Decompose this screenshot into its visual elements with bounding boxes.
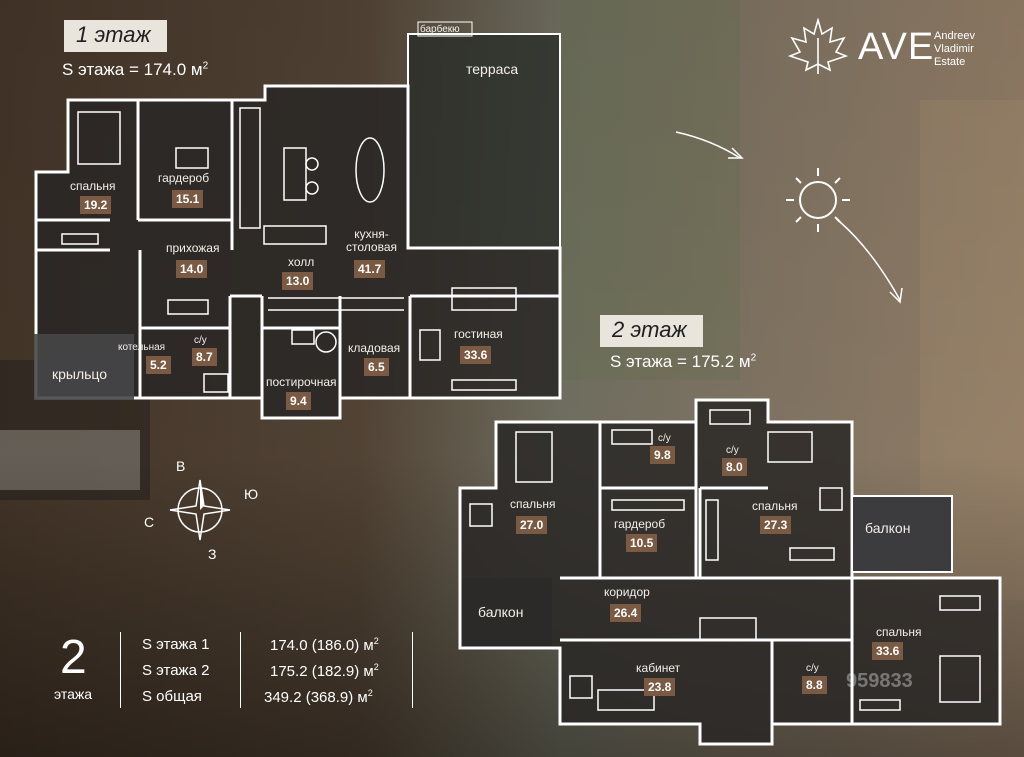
room-label: холл (288, 255, 315, 269)
room-area: 15.1 (172, 190, 204, 208)
room-area: 10.5 (626, 534, 658, 552)
room-label: с/у (658, 433, 671, 444)
room-label: спальня (70, 179, 116, 193)
room-area: 23.8 (644, 678, 676, 696)
summary-value: 175.2 (182.9) м2 (270, 662, 379, 680)
label-balkon-east: балкон (865, 520, 911, 536)
floor1-area: S этажа = 174.0 м2 (62, 60, 209, 79)
logo-line2: Vladimir (934, 43, 974, 55)
room-label: постирочная (266, 375, 337, 389)
room-label: кладовая (348, 341, 401, 355)
room-area: 27.3 (760, 516, 792, 534)
watermark: 959833 (846, 670, 913, 692)
floor2-tag: 2 этаж (600, 315, 703, 347)
floors-word: этажа (54, 686, 93, 702)
compass-west-label: С (144, 514, 155, 530)
room-label: коридор (604, 585, 650, 599)
room-area: 8.8 (802, 676, 827, 694)
room-label: прихожая (166, 241, 220, 255)
room-label: с/у (726, 445, 739, 456)
room-area: 8.7 (192, 348, 217, 366)
room-label: кабинет (636, 661, 681, 675)
room-label: спальня (510, 497, 556, 511)
compass-rose-icon (169, 479, 231, 541)
divider (240, 632, 241, 708)
room-label: гостиная (454, 327, 503, 341)
logo-mark: AVE (858, 26, 935, 68)
divider (412, 632, 413, 708)
room-label: с/у (806, 663, 819, 674)
room-area: 13.0 (282, 272, 314, 290)
room-area: 5.2 (146, 356, 171, 374)
maple-leaf-icon (788, 18, 848, 74)
room-area: 9.4 (286, 392, 311, 410)
divider (120, 632, 121, 708)
room-area: 41.7 (354, 260, 386, 278)
label-terrasa: терраса (466, 61, 519, 77)
logo-line1: Andreev (934, 30, 975, 42)
room-area: 8.0 (722, 458, 747, 476)
room-area: 14.0 (176, 260, 208, 278)
summary-value: 174.0 (186.0) м2 (270, 636, 379, 654)
floor1-tag: 1 этаж (64, 20, 167, 52)
compass-north-label: В (176, 458, 186, 474)
compass-east-label: Ю (244, 486, 259, 502)
room-label: спальня (752, 499, 798, 513)
room-label: гардероб (614, 517, 666, 531)
room-label: котельная (118, 342, 166, 353)
room-area: 26.4 (610, 604, 642, 622)
summary-label: S этажа 1 (142, 636, 210, 653)
room-area: 6.5 (364, 358, 389, 376)
summary-label: S этажа 2 (142, 662, 210, 679)
floor2-area: S этажа = 175.2 м2 (610, 352, 757, 371)
room-label: гардероб (158, 171, 210, 185)
room-area: 19.2 (80, 196, 112, 214)
summary-value: 349.2 (368.9) м2 (264, 688, 373, 706)
room-area: 9.8 (650, 446, 675, 464)
label-krylco: крыльцо (52, 366, 108, 382)
room-label: с/у (194, 335, 207, 346)
logo-line3: Estate (934, 56, 966, 68)
label-barbekyu: барбекю (420, 24, 460, 35)
room-label: спальня (876, 625, 922, 639)
room-area: 27.0 (516, 516, 548, 534)
room-area: 33.6 (872, 642, 904, 660)
label-balkon-west: балкон (478, 604, 524, 620)
compass-south-label: З (208, 546, 217, 562)
room-area: 33.6 (460, 346, 492, 364)
room-label: кухня- столовая (346, 227, 397, 254)
floors-count: 2 (60, 631, 87, 684)
summary-label: S общая (142, 688, 202, 705)
